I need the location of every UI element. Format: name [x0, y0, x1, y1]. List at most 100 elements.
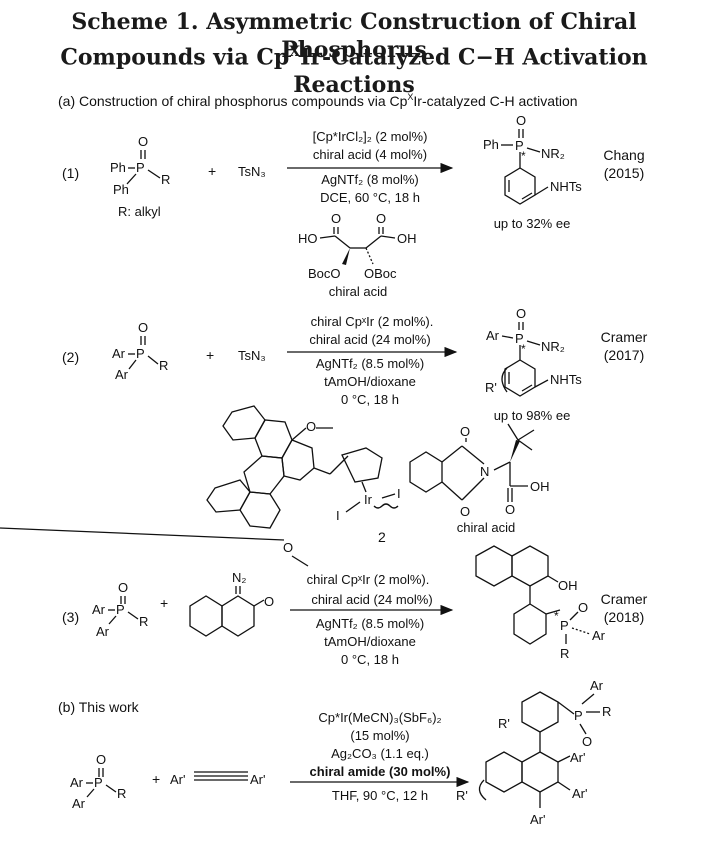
- atom-HO: HO: [298, 231, 318, 246]
- bond: [507, 423, 519, 441]
- stereocenter-mark: *: [521, 149, 526, 163]
- atom-P: P: [116, 602, 125, 617]
- reaction-3: (3) O Ar P R Ar + N₂ O chiral CpˣIr (2 m…: [62, 545, 648, 667]
- bond: [557, 755, 571, 763]
- chiral-acid-structure: O O HO OH BocO OBoc chiral acid: [298, 211, 417, 299]
- condition-text: chiral acid (4 mol%): [313, 147, 427, 162]
- condition-text: Cp*Ir(MeCN)₃(SbF₆)₂: [318, 710, 441, 725]
- reaction-number: (2): [62, 349, 79, 365]
- condition-text: 0 °C, 18 h: [341, 652, 399, 667]
- bond: [547, 575, 559, 583]
- product-1: O Ph P * NR₂ NHTs up to 32% ee: [483, 113, 582, 231]
- atom-NHTs: NHTs: [550, 372, 582, 387]
- bond: [105, 784, 117, 793]
- ee-value: up to 32% ee: [494, 216, 571, 231]
- condition-text: chiral amide (30 mol%): [310, 764, 451, 779]
- benzene-ring: [504, 167, 536, 205]
- bond: [521, 192, 533, 200]
- atom-BocO: BocO: [308, 266, 341, 281]
- atom-O: O: [118, 580, 128, 595]
- bond: [557, 701, 575, 715]
- chiral-acid-caption: chiral acid: [329, 284, 388, 299]
- atom-P: P: [94, 775, 103, 790]
- ring: [485, 751, 523, 793]
- condition-text: THF, 90 °C, 12 h: [332, 788, 428, 803]
- atom-Ph: Ph: [113, 182, 129, 197]
- section-b-header: (b) This work: [58, 699, 140, 715]
- credit-year: (2017): [604, 347, 644, 363]
- catalyst-number: 2: [378, 529, 386, 545]
- bond: [579, 723, 587, 735]
- hash-bond: [571, 627, 591, 635]
- bond: [126, 173, 137, 185]
- condition-text: (15 mol%): [350, 728, 409, 743]
- atom-Ph: Ph: [483, 137, 499, 152]
- chiral-acid-structure-2: O N O OH O chiral acid: [409, 423, 550, 535]
- reaction-number: (3): [62, 609, 79, 625]
- ee-value: up to 98% ee: [494, 408, 571, 423]
- condition-text: tAmOH/dioxane: [324, 634, 416, 649]
- benzene-ring: [513, 603, 547, 645]
- catalyst-2-structure: O O Ir I I 2: [0, 405, 401, 567]
- atom-N2: N₂: [232, 570, 246, 585]
- chiral-acid-caption: chiral acid: [457, 520, 516, 535]
- title-sup: X: [289, 44, 301, 60]
- atom-O: O: [138, 134, 148, 149]
- bond: [501, 367, 508, 393]
- hash-bond: [365, 247, 374, 265]
- cp-ring: [341, 447, 383, 483]
- bond: [493, 461, 511, 471]
- bond: [526, 340, 541, 346]
- bond: [545, 609, 561, 615]
- bond: [517, 429, 535, 441]
- bond: [526, 147, 541, 153]
- atom-O: O: [460, 504, 470, 519]
- bond: [581, 693, 595, 705]
- condition-text: chiral CpˣIr (2 mol%).: [307, 572, 430, 587]
- bond: [147, 355, 159, 365]
- bond: [147, 169, 161, 179]
- bond: [521, 384, 533, 392]
- atom-Ar: Ar: [592, 628, 606, 643]
- reagent-tsn3: TsN₃: [238, 164, 266, 179]
- bond: [569, 611, 579, 621]
- ring: [475, 545, 513, 587]
- credit-year: (2015): [604, 165, 644, 181]
- bond: [381, 493, 396, 499]
- r-definition: R: alkyl: [118, 204, 161, 219]
- atom-Ar: Ar: [486, 328, 500, 343]
- atom-O: O: [516, 113, 526, 128]
- bond: [380, 235, 396, 239]
- stereocenter-mark: *: [554, 609, 559, 623]
- atom-P: P: [574, 708, 583, 723]
- condition-text: chiral CpˣIr (2 mol%).: [311, 314, 434, 329]
- atom-O: O: [331, 211, 341, 226]
- wedge-bond: [510, 440, 520, 462]
- plus-sign: +: [160, 595, 168, 611]
- atom-I: I: [397, 486, 401, 501]
- condition-text: [Cp*IrCl₂]₂ (2 mol%): [313, 129, 428, 144]
- atom-P: P: [136, 160, 145, 175]
- bond: [478, 779, 487, 801]
- condition-text: chiral acid (24 mol%): [309, 332, 430, 347]
- atom-Ar: Ar: [96, 624, 110, 639]
- bond: [291, 555, 309, 567]
- atom-Ar-prime: Ar': [170, 772, 185, 787]
- bond: [253, 599, 265, 607]
- condition-text: AgNTf₂ (8.5 mol%): [316, 356, 424, 371]
- ring: [521, 751, 559, 793]
- bond: [361, 481, 367, 493]
- atom-OH: OH: [530, 479, 550, 494]
- atom-O: O: [96, 752, 106, 767]
- section-a-header: (a) Construction of chiral phosphorus co…: [58, 92, 578, 109]
- condition-text: tAmOH/dioxane: [324, 374, 416, 389]
- credit-author: Cramer: [601, 329, 648, 345]
- atom-R: R: [139, 614, 148, 629]
- product-2: O Ar P * NR₂ NHTs R' up to 98% ee: [485, 306, 582, 423]
- condition-text: 0 °C, 18 h: [341, 392, 399, 407]
- bond: [441, 445, 463, 463]
- reaction-number: (1): [62, 165, 79, 181]
- atom-Ar: Ar: [72, 796, 86, 811]
- atom-O: O: [516, 306, 526, 321]
